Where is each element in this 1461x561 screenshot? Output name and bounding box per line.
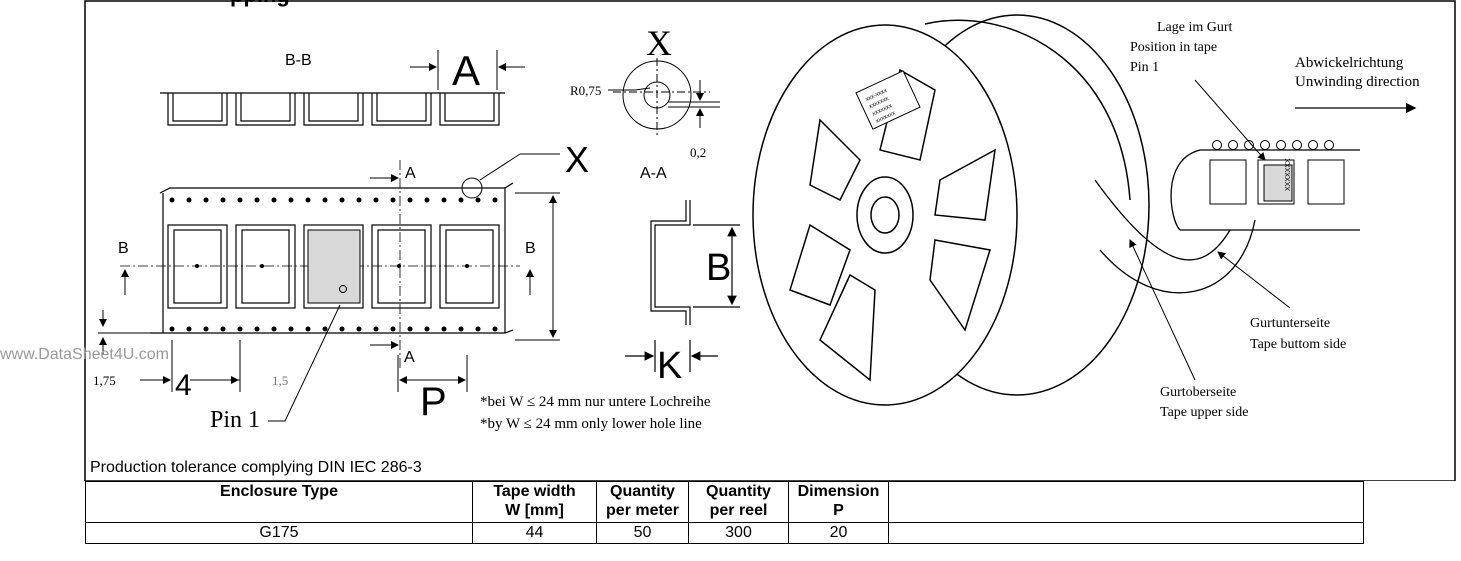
dim-4: 4 [175, 369, 192, 402]
dim-b-label: B [706, 247, 731, 289]
reel-label: xxx-xxxx xxxxxxx xxxxxxx xxxxxxx [855, 70, 921, 130]
bottom-side-leader [1217, 251, 1291, 309]
cell-qty-reel: 300 [688, 522, 789, 544]
pin1-leader [268, 304, 341, 422]
width-dimension [515, 192, 560, 341]
dim-a-label: A [452, 47, 480, 94]
cell-empty [888, 522, 1364, 544]
upper-side-de: Gurtoberseite [1160, 385, 1236, 400]
sprocket-hole-rows [169, 197, 498, 332]
tape-chip-text: XXXXXXX [1285, 158, 1292, 191]
header-enclosure: Enclosure Type [85, 481, 473, 523]
tape-chip [1263, 164, 1293, 202]
reel [752, 14, 1150, 406]
header-empty [888, 481, 1364, 523]
detail-x-callout-circle [461, 177, 483, 199]
unwind-de: Abwickelrichtung [1295, 55, 1404, 71]
bottom-side-de: Gurtunterseite [1250, 316, 1330, 331]
cell-qty-meter: 50 [596, 522, 689, 544]
lage-de: Lage im Gurt [1157, 20, 1233, 35]
unwind-en: Unwinding direction [1295, 74, 1420, 90]
note-de: *bei W ≤ 24 mm nur untere Lochreihe [480, 394, 711, 410]
tape-top-view [120, 160, 520, 370]
section-b-right: B [525, 240, 536, 257]
radius-label: R0,75 [570, 83, 601, 98]
detail-x-leader [479, 153, 521, 181]
dim-15: 1,5 [272, 373, 288, 388]
component-pin1-device [307, 229, 361, 304]
pin1-marker [339, 285, 347, 293]
detail-dim-02: 0,2 [690, 145, 706, 160]
dim-p-label: P [420, 380, 447, 424]
upper-side-en: Tape upper side [1160, 405, 1248, 420]
detail-x-ref: X [565, 139, 589, 180]
section-a-top: A [405, 165, 416, 182]
note-en: *by W ≤ 24 mm only lower hole line [480, 416, 702, 432]
tape-and-reel-drawing: pping B-B A X R0,75 0,2 [0, 0, 1456, 481]
lage-leader [1194, 79, 1266, 161]
aa-section-view [625, 200, 740, 372]
tolerance-note: Production tolerance complying DIN IEC 2… [90, 459, 422, 476]
drawing-frame [84, 0, 1456, 481]
lage-pin: Pin 1 [1130, 60, 1159, 75]
watermark: www.DataSheet4U.com [0, 346, 169, 363]
dim-a-arrows [410, 50, 525, 90]
cell-dimension: 20 [788, 522, 889, 544]
tape-ribbon [1094, 149, 1360, 294]
section-aa-label: A-A [640, 165, 667, 182]
section-bb-label: B-B [285, 52, 312, 69]
dim-k-label: K [657, 345, 682, 387]
lage-en: Position in tape [1130, 40, 1217, 55]
section-b-left: B [118, 240, 129, 257]
heading-fragment: pping [230, 0, 290, 7]
bottom-side-en: Tape buttom side [1250, 337, 1346, 352]
table-row: G175 44 50 300 20 [85, 522, 1364, 544]
section-a-marks [121, 174, 534, 349]
bb-section-view [160, 92, 505, 126]
detail-x-hole [608, 58, 720, 135]
cell-tape-width: 44 [472, 522, 597, 544]
dim-175: 1,75 [93, 373, 116, 388]
pitch-dimensions [98, 310, 468, 392]
section-a-bottom: A [404, 349, 415, 366]
upper-side-leader [1129, 239, 1196, 381]
pin1-label: Pin 1 [210, 407, 260, 433]
tape-segment [1209, 140, 1345, 205]
detail-x-title: X [646, 23, 672, 63]
cell-enclosure: G175 [85, 522, 473, 544]
